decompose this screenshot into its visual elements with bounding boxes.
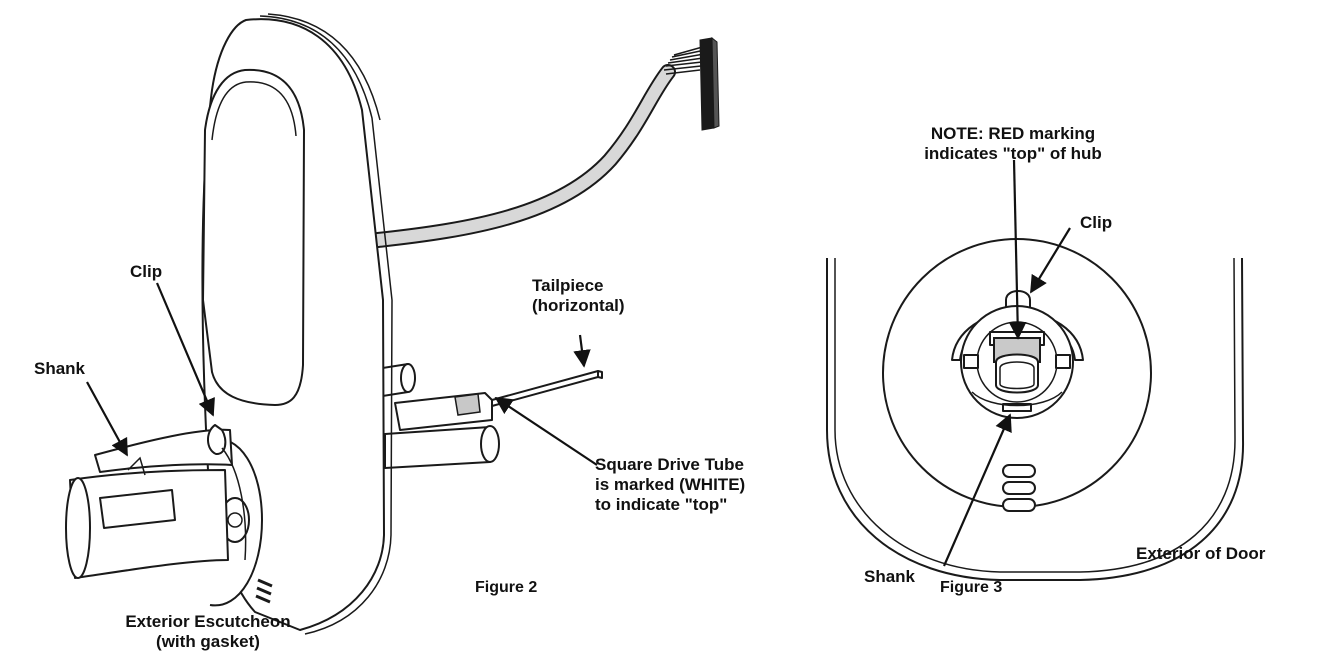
figure-3-leaders	[942, 159, 1071, 567]
note-leader	[1008, 159, 1027, 340]
drive-tube-leader	[494, 397, 598, 466]
fig3-clip-label: Clip	[1080, 213, 1113, 232]
tailpiece-leader	[573, 334, 591, 368]
clip-leader	[155, 282, 215, 417]
wire-connector	[699, 36, 720, 131]
fig3-shank-label: Shank	[864, 567, 916, 586]
figure-3-drawing	[826, 238, 1245, 581]
square-drive-tube-assembly	[394, 370, 603, 431]
fig3-note-label: NOTE: RED marking indicates "top" of hub	[924, 124, 1102, 163]
fig2-clip-label: Clip	[130, 262, 163, 281]
figure-2-drawing	[65, 13, 720, 635]
fig2-escutcheon-label: Exterior Escutcheon (with gasket)	[125, 612, 291, 651]
fig3-exterior-label: Exterior of Door	[1136, 544, 1266, 563]
figure-3-caption: Figure 3	[940, 579, 1003, 596]
fig2-tailpiece-label: Tailpiece (horizontal)	[532, 276, 625, 315]
fig2-shank-label: Shank	[34, 359, 86, 378]
shank-leader	[86, 381, 128, 457]
fig3-clip-leader	[1030, 227, 1071, 294]
wire-cable	[370, 45, 707, 248]
fig2-drive-tube-label: Square Drive Tube is marked (WHITE) to i…	[595, 455, 746, 514]
figure-2-caption: Figure 2	[475, 579, 538, 596]
vent-slots	[1002, 464, 1036, 512]
figure-2-leaders	[86, 282, 598, 466]
hub-and-shank	[65, 424, 263, 607]
fig3-shank-leader	[942, 413, 1012, 567]
